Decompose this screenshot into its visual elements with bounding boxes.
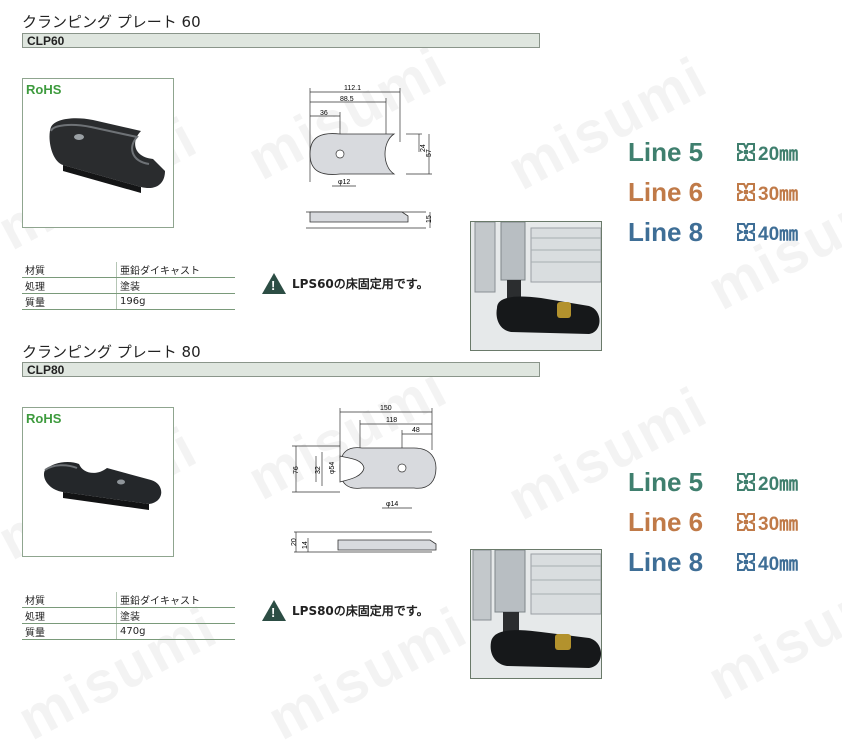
dimension-drawing-60: 112.1 88.5 36 24 57 φ12 15 xyxy=(306,85,433,229)
usage-note-text: LPS80の床固定用です。 xyxy=(292,604,429,618)
spec-value: 塗装 xyxy=(116,607,235,624)
product-photo: RoHS xyxy=(22,78,174,228)
line-size: 30㎜ xyxy=(758,513,799,535)
clamping-plate-80-image xyxy=(43,462,162,510)
dim-label: φ12 xyxy=(338,179,350,186)
rohs-logo: RoHS xyxy=(26,82,62,97)
dim-label: 48 xyxy=(412,427,420,434)
table-row: 材質亜鉛ダイキャスト xyxy=(22,592,235,608)
dim-label: φ14 xyxy=(386,501,398,508)
spec-value: 470g xyxy=(116,623,235,640)
table-row: 処理塗装 xyxy=(22,607,235,624)
spec-key: 処理 xyxy=(22,607,117,624)
product-title: クランピング プレート 60 xyxy=(22,13,201,31)
profile-section-icon xyxy=(737,223,755,241)
spec-key: 質量 xyxy=(22,293,117,310)
product-title: クランピング プレート 80 xyxy=(22,343,201,361)
line-size: 40㎜ xyxy=(758,553,799,575)
dim-label: 88.5 xyxy=(340,96,354,103)
list-item: Line 6 30㎜ xyxy=(628,502,798,542)
dim-label: 150 xyxy=(380,405,392,412)
dim-label: 32 xyxy=(315,466,322,474)
spec-key: 処理 xyxy=(22,277,117,294)
dim-label: 36 xyxy=(320,110,328,117)
table-row: 材質亜鉛ダイキャスト xyxy=(22,262,235,278)
dim-label: 118 xyxy=(386,417,397,424)
line-size: 20㎜ xyxy=(758,473,799,495)
warning-icon: ! xyxy=(262,273,286,294)
dim-label: 20 xyxy=(291,538,298,546)
spec-key: 材質 xyxy=(22,262,117,278)
list-item: Line 5 20㎜ xyxy=(628,462,798,502)
line-name: Line 8 xyxy=(628,216,704,247)
list-item: Line 6 30㎜ xyxy=(628,172,798,212)
installation-image xyxy=(471,550,601,678)
dim-label: 15 xyxy=(426,215,433,223)
dim-label: φ54 xyxy=(329,462,336,474)
warning-icon: ! xyxy=(262,600,286,621)
installation-photo xyxy=(470,221,602,351)
spec-key: 材質 xyxy=(22,592,117,608)
dim-label: 112.1 xyxy=(344,85,361,92)
line-size: 20㎜ xyxy=(758,143,799,165)
dim-label: 24 xyxy=(420,144,427,152)
spec-value: 亜鉛ダイキャスト xyxy=(116,592,235,608)
line-name: Line 5 xyxy=(628,136,704,167)
profile-section-icon xyxy=(737,183,755,201)
spec-value: 塗装 xyxy=(116,277,235,294)
line-name: Line 6 xyxy=(628,506,704,537)
spec-value: 196g xyxy=(116,293,235,310)
profile-section-icon xyxy=(737,473,755,491)
product-code-bar: CLP60 xyxy=(22,33,540,48)
usage-note-text: LPS60の床固定用です。 xyxy=(292,277,429,291)
dim-label: 14 xyxy=(302,541,309,549)
usage-note: ! LPS80の床固定用です。 xyxy=(262,600,429,621)
profile-section-icon xyxy=(737,513,755,531)
line-list: Line 5 20㎜ Line 6 30㎜ Line 8 40㎜ xyxy=(628,462,798,582)
dim-label: 76 xyxy=(293,466,300,474)
profile-section-icon xyxy=(737,143,755,161)
list-item: Line 8 40㎜ xyxy=(628,212,798,252)
profile-section-icon xyxy=(737,553,755,571)
dim-label: 57 xyxy=(426,149,433,157)
product-photo: RoHS xyxy=(22,407,174,557)
rohs-logo: RoHS xyxy=(26,411,62,426)
table-row: 処理塗装 xyxy=(22,277,235,294)
usage-note: ! LPS60の床固定用です。 xyxy=(262,273,429,294)
line-name: Line 8 xyxy=(628,546,704,577)
product-code-bar: CLP80 xyxy=(22,362,540,377)
clamping-plate-60-image xyxy=(49,118,165,193)
list-item: Line 5 20㎜ xyxy=(628,132,798,172)
installation-photo xyxy=(470,549,602,679)
list-item: Line 8 40㎜ xyxy=(628,542,798,582)
dimension-drawing-80: 150 118 48 76 φ54 32 φ14 20 14 xyxy=(291,405,437,553)
installation-image xyxy=(471,222,601,350)
line-name: Line 6 xyxy=(628,176,704,207)
spec-value: 亜鉛ダイキャスト xyxy=(116,262,235,278)
spec-key: 質量 xyxy=(22,623,117,640)
line-name: Line 5 xyxy=(628,466,704,497)
line-list: Line 5 20㎜ Line 6 30㎜ Line 8 40㎜ xyxy=(628,132,798,252)
line-size: 40㎜ xyxy=(758,223,799,245)
line-size: 30㎜ xyxy=(758,183,799,205)
